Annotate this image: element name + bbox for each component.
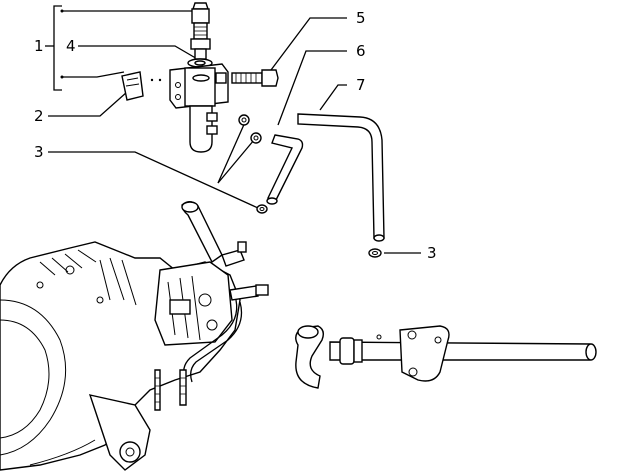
- hose-6: [266, 134, 304, 205]
- callout-4: 4: [66, 37, 76, 55]
- callout-1: 1: [34, 37, 44, 55]
- callout-3-right: 3: [427, 244, 437, 262]
- callout-7: 7: [356, 76, 366, 94]
- hose-clamps-3: [238, 114, 382, 258]
- callout-6: 6: [356, 42, 366, 60]
- leader-lines: [45, 5, 421, 254]
- callout-3-left: 3: [34, 143, 44, 161]
- clip-2: [121, 71, 162, 101]
- engine-assembly: [0, 201, 269, 471]
- top-fitting: [190, 2, 211, 60]
- master-cylinder-body: [169, 63, 229, 153]
- bolt-5: [231, 69, 279, 87]
- pipe-bracket-assembly: [295, 325, 597, 389]
- callout-2: 2: [34, 107, 44, 125]
- callout-5: 5: [356, 9, 366, 27]
- washer-4: [187, 58, 213, 68]
- bracket-1: [53, 5, 62, 91]
- hose-7: [297, 113, 385, 242]
